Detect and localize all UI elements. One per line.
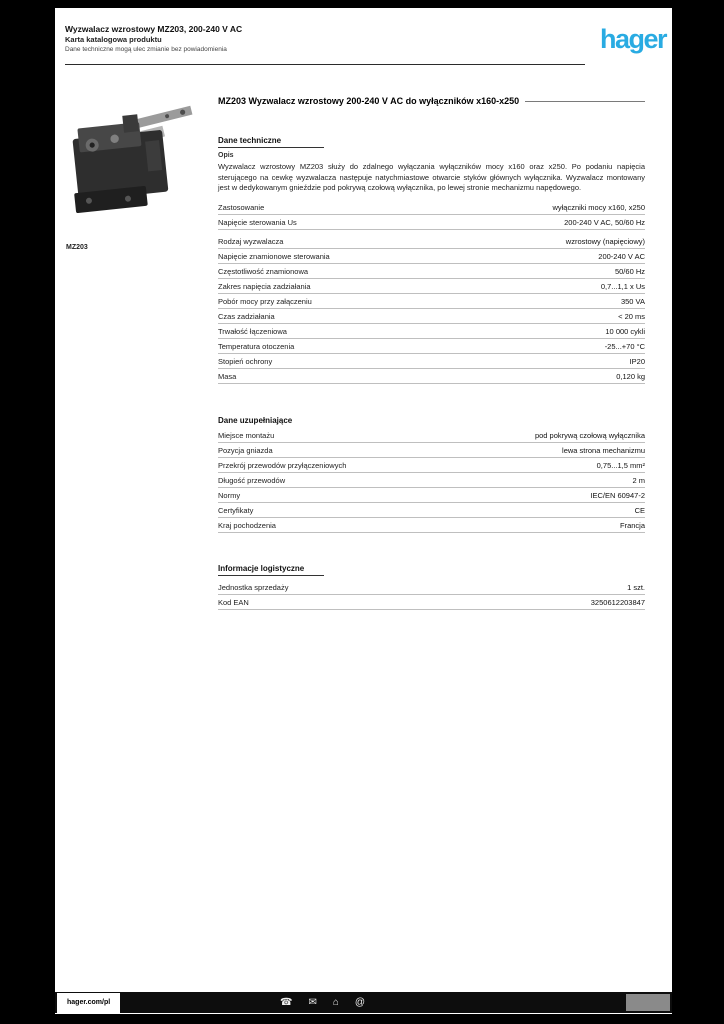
spec-label: Stopień ochrony [218,357,273,366]
product-image-drawing [72,105,193,213]
spec-value: 200-240 V AC [598,252,645,261]
spec-label: Miejsce montażu [218,431,275,440]
spec-label: Jednostka sprzedaży [218,583,289,592]
table-row: Trwałość łączeniowa 10 000 cykli [218,324,645,339]
product-image-caption: MZ203 [66,244,88,251]
spec-value: < 20 ms [618,312,645,321]
spec-value: 350 VA [620,297,645,306]
spec-label: Rodzaj wyzwalacza [218,237,284,246]
header-disclaimer: Dane techniczne mogą ulec zmianie bez po… [65,46,227,53]
header-product-line: Wyzwalacz wzrostowy MZ203, 200-240 V AC [65,24,243,34]
section-technical-heading: Dane techniczne [218,136,324,148]
spec-value: 200-240 V AC, 50/60 Hz [564,218,645,227]
web-icon[interactable]: @ [354,997,366,1008]
spec-label: Pozycja gniazda [218,446,273,455]
spec-label: Zastosowanie [218,203,265,212]
footer-website-link[interactable]: hager.com/pl [57,992,121,1013]
spec-value: IP20 [629,357,645,366]
logistics-table: Jednostka sprzedaży 1 szt. Kod EAN 32506… [218,580,645,610]
spec-label: Temperatura otoczenia [218,342,295,351]
table-row: Długość przewodów 2 m [218,473,645,488]
spec-value: pod pokrywą czołową wyłącznika [534,431,645,440]
spec-value: 0,75...1,5 mm² [596,461,645,470]
product-description: Wyzwalacz wzrostowy MZ203 służy do zdaln… [218,162,645,192]
spec-value: Francja [619,521,645,530]
spec-label: Zakres napięcia zadziałania [218,282,311,291]
mail-icon[interactable]: ✉ [308,997,317,1008]
spec-label: Kraj pochodzenia [218,521,276,530]
title-rule [525,100,645,102]
datasheet-page: Wyzwalacz wzrostowy MZ203, 200-240 V AC … [55,8,672,1014]
footer-icons: ☎ ✉ ⌂ @ [280,992,365,1013]
footer-brand-box [626,994,670,1011]
description-label: Opis [218,152,234,159]
spec-label: Częstotliwość znamionowa [218,267,309,276]
spec-value: 3250612203847 [590,598,645,607]
table-row: Czas zadziałania < 20 ms [218,309,645,324]
table-row: Pozycja gniazda lewa strona mechanizmu [218,443,645,458]
table-row: Pobór mocy przy załączeniu 350 VA [218,294,645,309]
table-row: Rodzaj wyzwalacza wzrostowy (napięciowy) [218,234,645,249]
spec-value: 50/60 Hz [614,267,645,276]
header-doc-type: Karta katalogowa produktu [65,34,162,44]
table-row: Certyfikaty CE [218,503,645,518]
document-header: Wyzwalacz wzrostowy MZ203, 200-240 V AC … [65,24,242,54]
spec-value: IEC/EN 60947-2 [590,491,645,500]
spec-label: Kod EAN [218,598,249,607]
spec-value: CE [634,506,645,515]
spec-value: wyłączniki mocy x160, x250 [552,203,645,212]
intro-spec-table: Zastosowanie wyłączniki mocy x160, x250 … [218,200,645,230]
technical-spec-table: Rodzaj wyzwalacza wzrostowy (napięciowy)… [218,234,645,384]
header-divider [65,64,585,65]
spec-value: 10 000 cykli [605,327,645,336]
table-row: Masa 0,120 kg [218,369,645,384]
section-technical-heading-wrap: Dane techniczne [218,130,645,148]
product-title-row: MZ203 Wyzwalacz wzrostowy 200-240 V AC d… [218,96,645,106]
spec-label: Masa [218,372,237,381]
spec-value: lewa strona mechanizmu [562,446,645,455]
page-footer: hager.com/pl ☎ ✉ ⌂ @ [55,992,672,1013]
section-additional-heading: Dane uzupełniające [218,416,293,425]
spec-label: Napięcie sterowania Us [218,218,297,227]
home-icon[interactable]: ⌂ [332,997,339,1008]
hager-logo: hager [599,24,668,54]
spec-label: Certyfikaty [218,506,254,515]
section-logistics-heading-wrap: Informacje logistyczne [218,558,645,576]
spec-label: Napięcie znamionowe sterowania [218,252,330,261]
table-row: Częstotliwość znamionowa 50/60 Hz [218,264,645,279]
table-row: Kod EAN 3250612203847 [218,595,645,610]
table-row: Zastosowanie wyłączniki mocy x160, x250 [218,200,645,215]
table-row: Stopień ochrony IP20 [218,354,645,369]
table-row: Jednostka sprzedaży 1 szt. [218,580,645,595]
spec-value: 2 m [632,476,645,485]
table-row: Zakres napięcia zadziałania 0,7...1,1 x … [218,279,645,294]
spec-value: -25...+70 °C [604,342,645,351]
section-logistics-heading: Informacje logistyczne [218,564,324,576]
table-row: Przekrój przewodów przyłączeniowych 0,75… [218,458,645,473]
spec-label: Normy [218,491,241,500]
table-row: Normy IEC/EN 60947-2 [218,488,645,503]
table-row: Temperatura otoczenia -25...+70 °C [218,339,645,354]
additional-spec-table: Miejsce montażu pod pokrywą czołową wyłą… [218,428,645,533]
table-row: Kraj pochodzenia Francja [218,518,645,533]
table-row: Napięcie sterowania Us 200-240 V AC, 50/… [218,215,645,230]
spec-label: Pobór mocy przy załączeniu [218,297,312,306]
spec-label: Długość przewodów [218,476,286,485]
spec-label: Czas zadziałania [218,312,275,321]
product-image [63,96,201,218]
page-title: MZ203 Wyzwalacz wzrostowy 200-240 V AC d… [218,96,520,106]
table-row: Napięcie znamionowe sterowania 200-240 V… [218,249,645,264]
spec-value: 1 szt. [627,583,645,592]
table-row: Miejsce montażu pod pokrywą czołową wyłą… [218,428,645,443]
spec-label: Przekrój przewodów przyłączeniowych [218,461,347,470]
spec-value: wzrostowy (napięciowy) [565,237,645,246]
spec-value: 0,120 kg [616,372,645,381]
spec-value: 0,7...1,1 x Us [600,282,645,291]
spec-label: Trwałość łączeniowa [218,327,287,336]
phone-icon[interactable]: ☎ [280,997,293,1008]
